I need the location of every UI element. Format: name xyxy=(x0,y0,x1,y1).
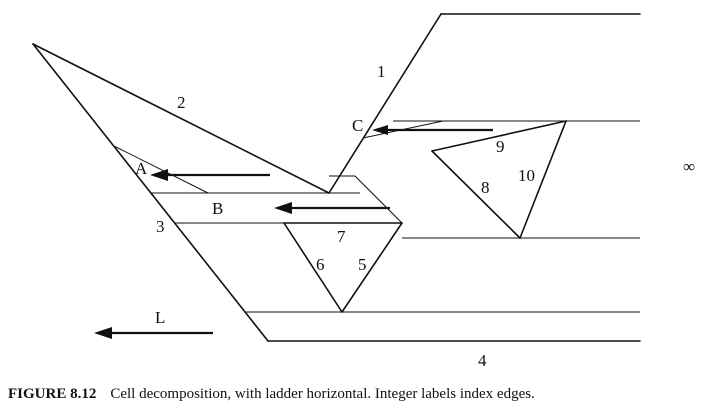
edge-label-9: 9 xyxy=(496,137,505,156)
cell-label-c: C xyxy=(352,116,363,135)
edge-label-10: 10 xyxy=(518,166,535,185)
caption-text: Cell decomposition, with ladder horizont… xyxy=(110,386,534,402)
arrow-a-head xyxy=(150,169,168,181)
edge-8 xyxy=(431,150,521,239)
cell-line-a-top xyxy=(113,145,209,194)
edge-label-6: 6 xyxy=(316,255,325,274)
cell-line-diag-mid xyxy=(354,175,403,224)
edge-label-5: 5 xyxy=(358,255,367,274)
edge-label-3: 3 xyxy=(156,217,165,236)
edge-10 xyxy=(519,120,567,239)
edge-label-7: 7 xyxy=(337,227,346,246)
arrow-c-head xyxy=(372,125,388,135)
edge-1 xyxy=(328,13,442,194)
arrow-l-head xyxy=(94,327,112,339)
edge-label-8: 8 xyxy=(481,178,490,197)
cell-label-a: A xyxy=(135,159,148,178)
edge-6 xyxy=(283,222,343,313)
arrow-b-head xyxy=(274,202,292,214)
edge-5 xyxy=(341,222,403,313)
edge-label-1: 1 xyxy=(377,62,386,81)
ladder-label-l: L xyxy=(155,308,165,327)
edge-2 xyxy=(32,43,330,194)
cell-label-b: B xyxy=(212,199,223,218)
edge-label-2: 2 xyxy=(177,93,186,112)
infinity-symbol: ∞ xyxy=(683,157,695,176)
caption-number: FIGURE 8.12 xyxy=(8,386,96,402)
figure-caption: FIGURE 8.12 Cell decomposition, with lad… xyxy=(8,385,535,402)
edge-label-4: 4 xyxy=(478,351,487,370)
edge-9 xyxy=(431,120,567,152)
